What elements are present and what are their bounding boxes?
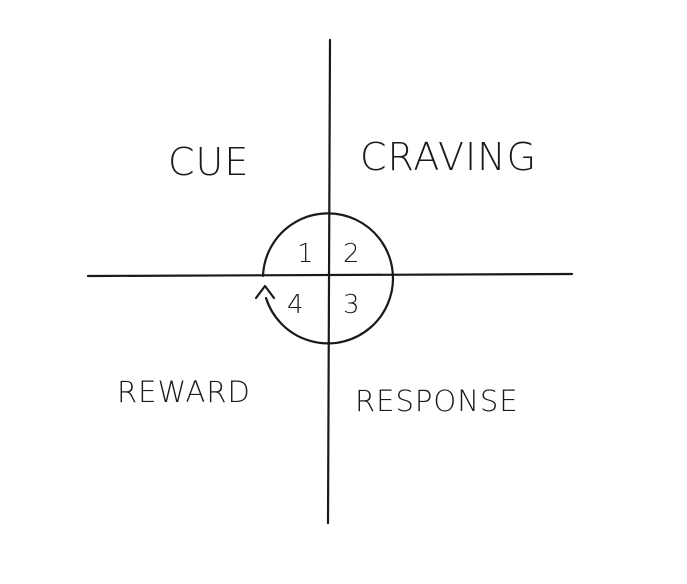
quadrant-label-craving: CRAVING	[360, 135, 537, 179]
step-number-3: 3	[343, 290, 361, 320]
quadrant-label-cue: CUE	[168, 140, 249, 184]
quadrant-label-reward: REWARD	[117, 375, 251, 409]
step-number-1: 1	[297, 239, 315, 269]
vertical-axis	[326, 38, 332, 525]
step-number-2: 2	[343, 239, 361, 269]
horizontal-axis	[86, 272, 574, 278]
cycle-arrow-icon	[254, 284, 276, 300]
step-number-4: 4	[287, 290, 305, 320]
quadrant-label-response: RESPONSE	[355, 384, 519, 418]
cycle-circle	[261, 212, 395, 345]
